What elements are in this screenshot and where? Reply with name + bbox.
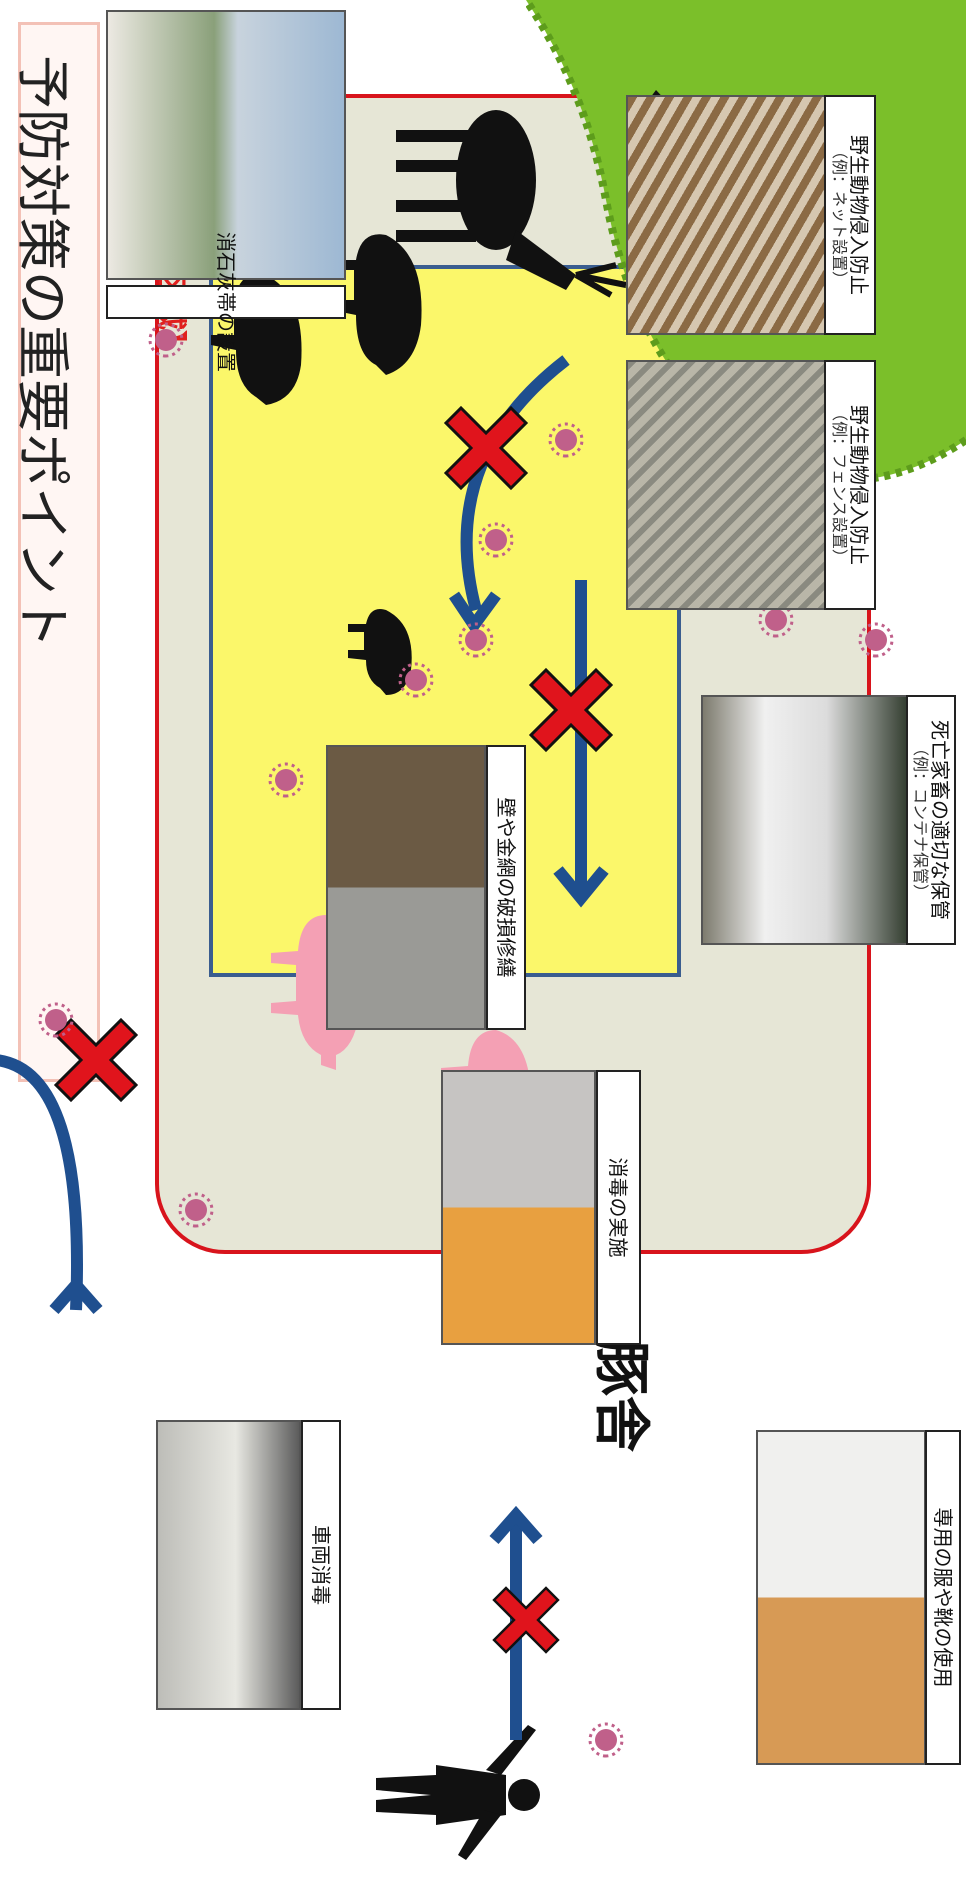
cross-icon-1 [443,405,529,491]
virus-icon [398,662,434,698]
barn-label: 豚舎 [588,1340,653,1452]
caption-vehicle-disinfection: 車両消毒 [301,1420,341,1710]
title-box: 予防対策の重要ポイント [11,22,100,1082]
photo-disinfection [441,1070,596,1345]
caption-wildlife-fence: 野生動物侵入防止 （例：フェンス設置） [824,360,876,610]
photo-wildlife-net [626,95,826,335]
page-title: 予防対策の重要ポイント [11,55,74,649]
photo-wall-repair [326,745,486,1030]
photo-dedicated-clothing [756,1430,926,1765]
caption-disinfection: 消毒の実施 [596,1070,641,1345]
caption-wildlife-net-line1: 野生動物侵入防止 [846,135,871,295]
caption-wildlife-fence-line2: （例：フェンス設置） [829,405,849,565]
wild-boar-icon-3 [348,609,412,695]
virus-icon [268,762,304,798]
person-silhouette-icon [376,1725,540,1860]
photo-wildlife-fence [626,360,826,610]
caption-wall-repair: 壁や金網の破損修繕 [486,745,526,1030]
caption-dedicated-clothing: 専用の服や靴の使用 [925,1430,961,1765]
virus-icon [478,522,514,558]
cross-icon-4 [492,1586,560,1654]
virus-icon [178,1192,214,1228]
caption-carcass-storage-line1: 死亡家畜の適切な保管 [927,720,952,920]
caption-wildlife-fence-line1: 野生動物侵入防止 [846,405,871,565]
caption-carcass-storage: 死亡家畜の適切な保管 （例：コンテナ保管） [906,695,956,945]
caption-lime-belt: 消石灰帯の設置 [106,232,346,372]
virus-icon [148,322,184,358]
virus-icon [548,422,584,458]
virus-icon [458,622,494,658]
cross-icon-3 [53,1017,139,1103]
caption-carcass-storage-line2: （例：コンテナ保管） [910,739,930,900]
deer-icon [396,110,627,298]
photo-vehicle-disinfection [156,1420,301,1710]
wild-boar-icon [331,234,422,375]
photo-carcass-storage [701,695,911,945]
virus-icon [588,1722,624,1758]
caption-wildlife-net: 野生動物侵入防止 （例：ネット設置） [824,95,876,335]
virus-icon [38,1002,74,1038]
arrow-icon-right [0,1054,103,1314]
caption-wildlife-net-line2: （例：ネット設置） [829,142,849,287]
virus-icon [858,622,894,658]
cross-icon-2 [528,667,614,753]
